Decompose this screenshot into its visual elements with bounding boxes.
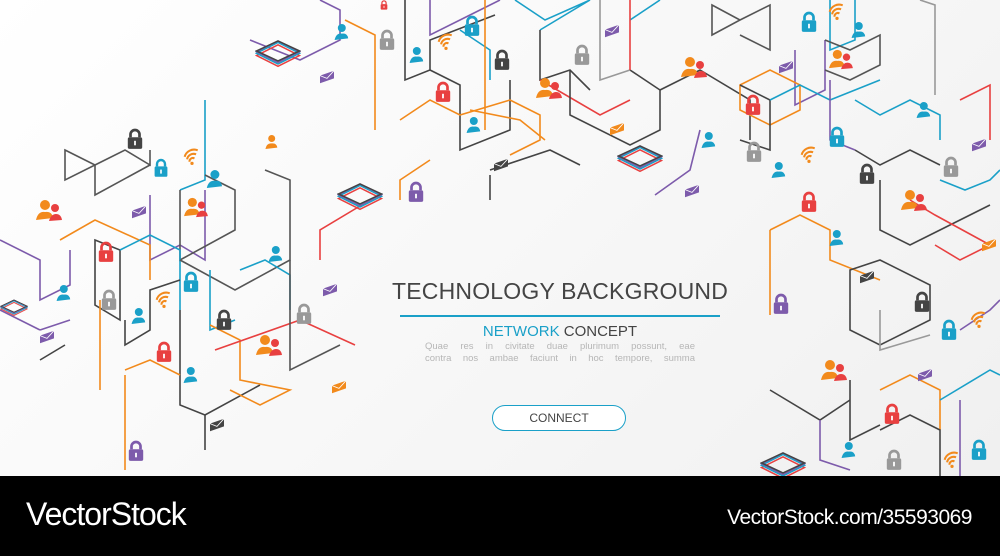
page-title: TECHNOLOGY BACKGROUND xyxy=(391,278,729,304)
headline-block: TECHNOLOGY BACKGROUND NETWORK CONCEPT Qu… xyxy=(380,278,740,364)
body-text-line-2: contra nos ambae faciunt in hoc tempore,… xyxy=(425,353,695,364)
image-url-text: VectorStock.com/35593069 xyxy=(727,506,972,529)
subtitle-accent: NETWORK xyxy=(482,323,560,340)
connect-button[interactable]: CONNECT xyxy=(492,405,626,431)
network-pattern xyxy=(0,0,1000,476)
subtitle-rest: CONCEPT xyxy=(559,323,638,340)
title-divider xyxy=(400,315,720,317)
banner-canvas: TECHNOLOGY BACKGROUND NETWORK CONCEPT Qu… xyxy=(0,0,1000,476)
brand-logo-text: VectorStock xyxy=(26,496,187,532)
subtitle: NETWORK CONCEPT xyxy=(380,323,740,340)
watermark-footer: VectorStock VectorStock.com/35593069 xyxy=(0,476,1000,556)
body-text-line-1: Quae res in civitate duae plurimum possu… xyxy=(425,341,695,352)
